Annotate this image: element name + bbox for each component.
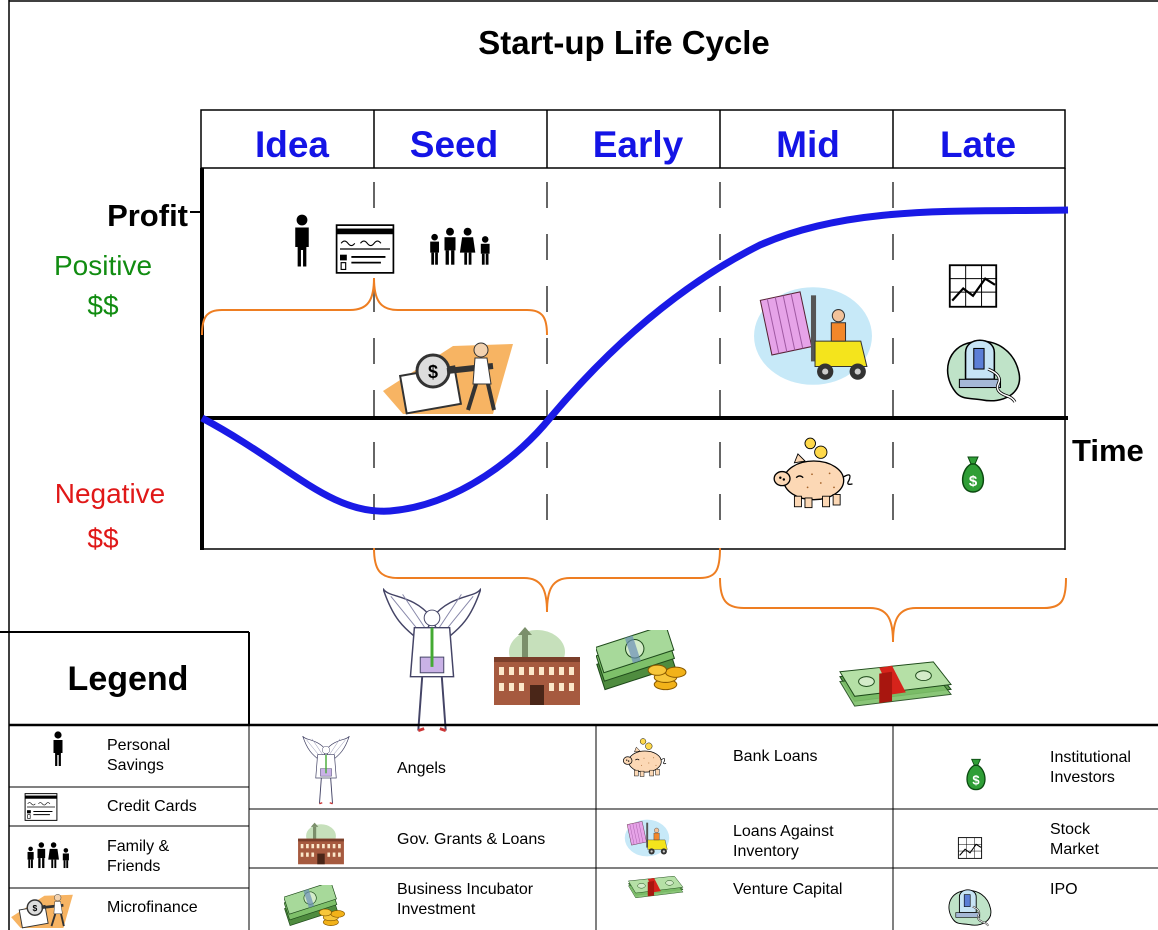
- legend-microfinance-icon: [10, 892, 74, 929]
- positive-dollars: $$: [87, 290, 119, 321]
- brace-mid-late: [719, 577, 1067, 643]
- stock-ticker-icon: [946, 338, 1022, 404]
- x-axis-label: Time: [1072, 433, 1144, 468]
- cash-stack-icon: [839, 661, 952, 707]
- legend-government-building-icon: [298, 822, 344, 865]
- brace-seed-early: [373, 547, 721, 613]
- legend-angels: Angels: [397, 760, 446, 777]
- legend-loans-against-inventory: Loans Against Inventory: [733, 823, 834, 860]
- legend-title: Legend: [68, 660, 189, 698]
- legend-family-friends: Family & Friends: [107, 838, 170, 875]
- legend-money-bag-icon: [966, 758, 986, 791]
- legend-family-icon: [27, 842, 69, 869]
- forklift-icon: [753, 286, 873, 386]
- legend-personal-savings: Personal Savings: [107, 737, 171, 774]
- person-icon: [295, 214, 309, 267]
- legend-bank-loans: Bank Loans: [733, 748, 818, 765]
- piggy-bank-icon: [773, 437, 854, 509]
- legend-stock-chart-icon: [957, 837, 983, 859]
- money-bag-icon: [961, 456, 985, 493]
- positive-label: Positive: [54, 250, 152, 281]
- negative-dollars: $$: [87, 523, 119, 554]
- page-title: Start-up Life Cycle: [478, 24, 770, 61]
- legend-credit-card-icon: [24, 793, 58, 821]
- legend-gov-grants: Gov. Grants & Loans: [397, 831, 546, 848]
- plot-area: [190, 168, 1069, 550]
- cash-coins-icon: [596, 630, 687, 691]
- legend-stock-market: Stock Market: [1050, 821, 1099, 858]
- stage-idea: Idea: [255, 124, 329, 165]
- legend-angel-icon: [301, 736, 351, 805]
- stage-header: [200, 109, 1066, 169]
- stage-late: Late: [940, 124, 1016, 165]
- microfinance-icon: [383, 343, 513, 414]
- legend-person-icon: [53, 731, 63, 766]
- stock-chart-icon: [948, 264, 998, 308]
- legend-header: [0, 631, 250, 725]
- legend-piggy-bank-icon: [622, 738, 667, 777]
- stage-early: Early: [593, 124, 684, 165]
- government-building-icon: [494, 627, 580, 705]
- legend-table: [9, 723, 1158, 930]
- legend-business-incubator: Business Incubator Investment: [397, 881, 534, 918]
- angel-icon: [383, 588, 481, 733]
- legend-cash-coins-icon: [284, 885, 345, 926]
- legend-credit-cards: Credit Cards: [107, 798, 197, 815]
- legend-cash-stack-icon: [628, 876, 684, 898]
- legend-microfinance: Microfinance: [107, 899, 198, 916]
- stage-seed: Seed: [410, 124, 498, 165]
- family-icon: [430, 227, 490, 265]
- legend-ipo: IPO: [1050, 881, 1078, 898]
- profit-curve: [200, 206, 1069, 515]
- negative-label: Negative: [55, 478, 166, 509]
- legend-venture-capital: Venture Capital: [733, 881, 843, 898]
- legend-institutional-investors: Institutional Investors: [1050, 749, 1131, 786]
- legend-forklift-icon: [624, 819, 670, 857]
- stage-mid: Mid: [776, 124, 840, 165]
- credit-card-icon: [335, 224, 395, 274]
- y-axis-label: Profit: [107, 198, 188, 233]
- brace-idea-seed: [201, 277, 548, 336]
- legend-stock-ticker-icon: [948, 888, 992, 927]
